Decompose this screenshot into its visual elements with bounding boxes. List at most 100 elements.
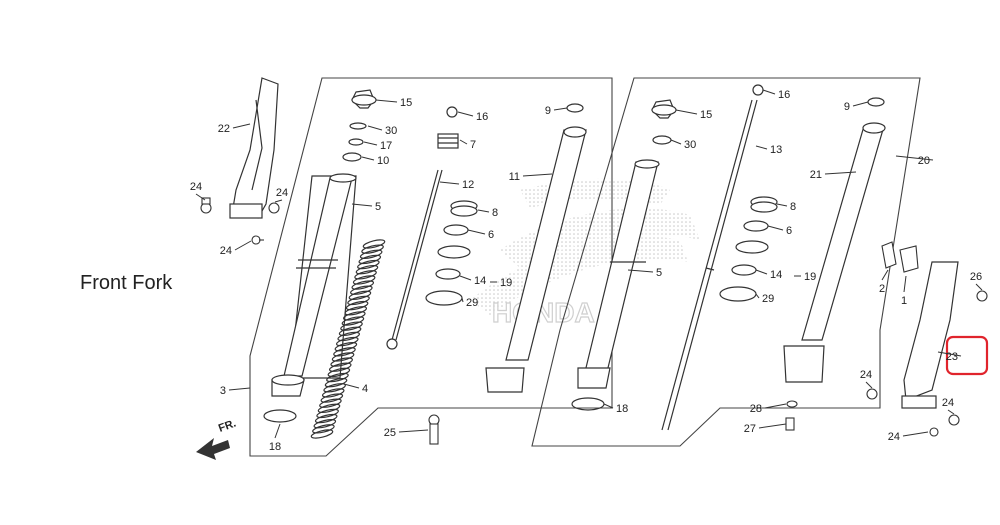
callout-30: 30 — [684, 139, 696, 151]
spring-coil — [358, 254, 382, 265]
leader-line — [367, 125, 383, 131]
spring-coil — [313, 419, 337, 429]
fork-cap-right — [651, 99, 677, 119]
spring-coil — [354, 270, 377, 280]
leader-line — [343, 383, 360, 389]
fork-guard-left — [229, 77, 279, 219]
component-stack-left — [425, 106, 478, 306]
leader-line — [881, 269, 889, 281]
guard-clips — [881, 241, 919, 273]
guard-bolts — [200, 197, 280, 245]
spring-coil — [350, 285, 373, 295]
leader-line — [274, 423, 281, 439]
spring-coil — [348, 290, 372, 301]
spring-coil — [326, 372, 349, 383]
callout-24: 24 — [220, 245, 232, 257]
leader-line — [232, 123, 251, 129]
spring-coil — [340, 321, 363, 331]
fork-spring — [310, 239, 386, 439]
leader-line — [361, 156, 375, 161]
leader-line — [228, 387, 251, 391]
callout-21: 21 — [810, 169, 822, 181]
leader-line — [627, 269, 654, 273]
spring-coil — [321, 388, 345, 398]
callout-28: 28 — [750, 403, 762, 415]
honda-watermark-text: HONDA — [492, 297, 595, 328]
leader-line — [937, 351, 962, 357]
callout-12: 12 — [462, 179, 474, 191]
spring-coil — [323, 383, 346, 393]
spring-coil — [343, 311, 366, 321]
leader-line — [865, 381, 873, 389]
spring-coil — [320, 393, 344, 403]
leader-line — [439, 181, 460, 185]
callout-19: 19 — [804, 271, 816, 283]
spring-coil — [333, 347, 356, 357]
spring-coil — [361, 244, 384, 254]
honda-wing-watermark: HONDA — [470, 178, 700, 329]
spring-coil — [312, 424, 335, 434]
callout-6: 6 — [488, 229, 494, 241]
leader-line — [767, 225, 784, 231]
leader-line — [195, 193, 206, 201]
leader-line — [351, 203, 373, 207]
callout-26: 26 — [970, 271, 982, 283]
spring-coil — [351, 280, 375, 290]
leader-line — [274, 199, 283, 203]
leader-line — [459, 139, 468, 145]
spring-coil — [327, 367, 351, 378]
leader-line — [975, 283, 983, 291]
damper-rod-right — [661, 99, 758, 431]
leader-line — [764, 403, 787, 409]
callout-24: 24 — [942, 397, 954, 409]
spring-coil — [331, 352, 355, 362]
spring-coil — [337, 331, 361, 342]
bolt-25 — [428, 414, 440, 445]
callout-3: 3 — [220, 385, 226, 397]
callout-7: 7 — [470, 139, 476, 151]
callout-16: 16 — [778, 89, 790, 101]
spring-coil — [324, 377, 348, 388]
leader-line — [903, 275, 907, 293]
callout-6: 6 — [786, 225, 792, 237]
leader-line — [947, 409, 955, 415]
callout-18: 18 — [616, 403, 628, 415]
spring-coil — [344, 306, 368, 316]
callout-22: 22 — [218, 123, 230, 135]
fork-cap-left — [351, 89, 377, 109]
leader-line — [603, 403, 614, 409]
callout-30: 30 — [385, 125, 397, 137]
callout-15: 15 — [400, 97, 412, 109]
spring-coil — [316, 408, 339, 419]
leader-line — [776, 203, 788, 207]
leader-line — [755, 145, 768, 150]
spring-coil — [347, 295, 370, 306]
outer-tube-21 — [783, 122, 886, 383]
callout-1: 1 — [901, 295, 907, 307]
leader-line — [824, 171, 857, 175]
callout-16: 16 — [476, 111, 488, 123]
callout-24: 24 — [190, 181, 202, 193]
spring-coil — [335, 336, 359, 347]
callout-8: 8 — [492, 207, 498, 219]
spring-coil — [334, 342, 358, 352]
callout-10: 10 — [377, 155, 389, 167]
spring-coil — [338, 326, 362, 336]
spring-coil — [317, 403, 341, 414]
leader-line — [375, 99, 398, 103]
callout-18: 18 — [269, 441, 281, 453]
spring-coil — [362, 239, 386, 249]
callout-5: 5 — [375, 201, 381, 213]
leader-line — [675, 109, 698, 115]
callout-2: 2 — [879, 283, 885, 295]
leader-line — [398, 429, 429, 433]
spring-coil — [319, 398, 342, 408]
spring-coil — [314, 413, 338, 424]
callout-9: 9 — [844, 101, 850, 113]
leader-line — [459, 275, 472, 281]
inner-tube-left — [271, 374, 305, 397]
spring-coil — [357, 259, 380, 270]
leader-line — [467, 229, 486, 235]
diagram-title: Front Fork — [80, 272, 173, 294]
callout-24: 24 — [860, 369, 872, 381]
